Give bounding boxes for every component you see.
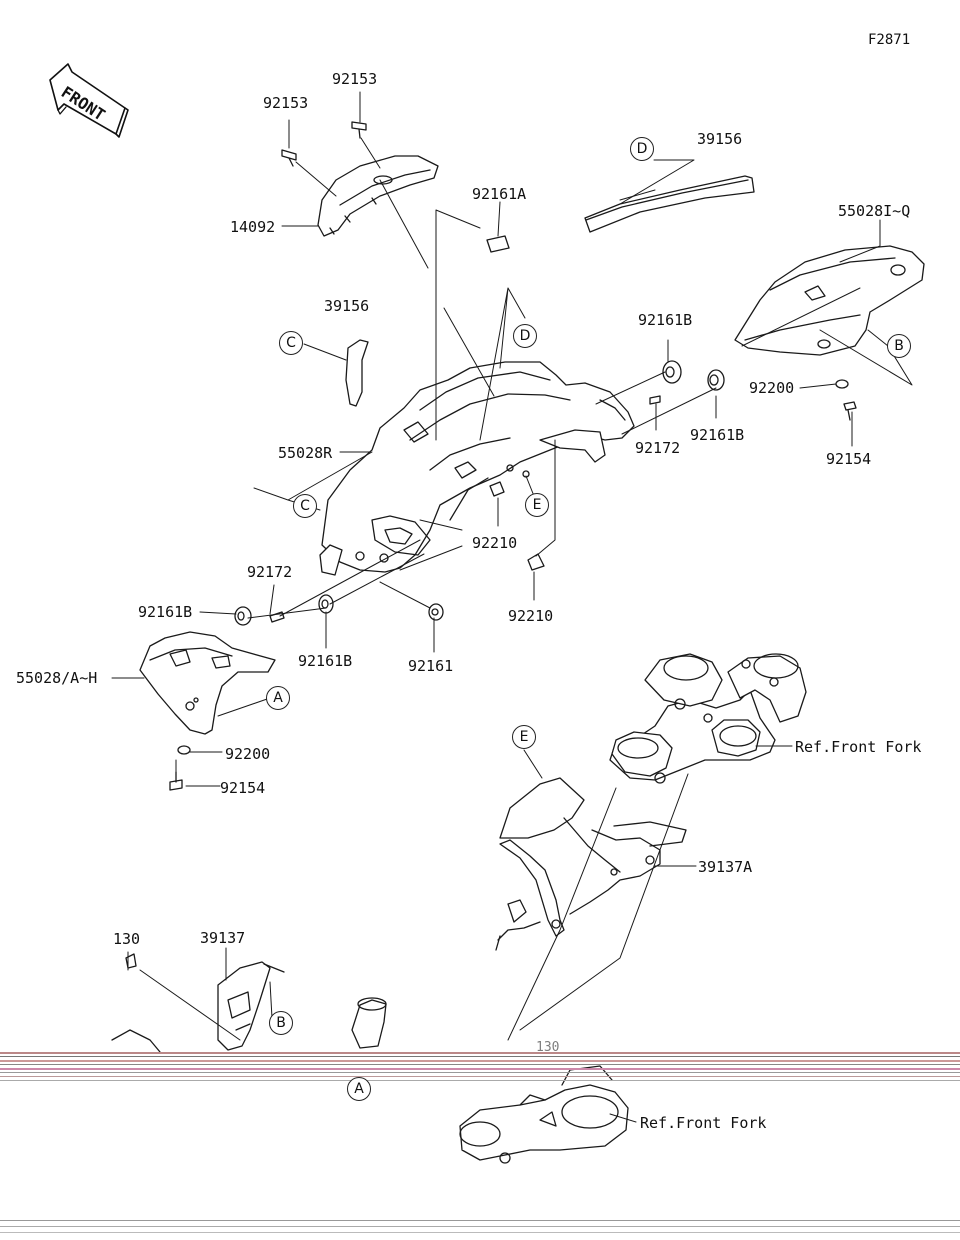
label-92161A: 92161A [472, 185, 527, 203]
pad-92161A [486, 235, 510, 253]
label-92161B-l1: 92161B [138, 603, 193, 621]
grommet-92161 [428, 603, 444, 621]
label-55028IQ: 55028I~Q [838, 202, 911, 220]
scan-noise-band [0, 1052, 960, 1081]
grommet-92161B-r2 [707, 369, 725, 391]
label-92153-a: 92153 [263, 94, 309, 112]
label-130-partial: 130 [536, 1040, 560, 1055]
upper-triple-clamp [609, 653, 807, 784]
label-39137A: 39137A [698, 858, 753, 876]
washer-92200-l [177, 745, 191, 755]
callout-E-mid: E [525, 493, 549, 517]
stay-bracket [495, 777, 687, 951]
bolt-92154-l [169, 771, 183, 791]
callout-D-top: D [630, 137, 654, 161]
grommet-92161B-l1 [234, 606, 252, 626]
label-92154-l: 92154 [220, 779, 266, 797]
leader-lines [111, 91, 913, 1123]
callout-A-left: A [266, 686, 290, 710]
label-92161: 92161 [408, 657, 454, 675]
side-cover-left [139, 631, 276, 735]
bracket-39137 [111, 953, 285, 1053]
callout-D-mid: D [513, 324, 537, 348]
screw-92153-a [281, 149, 297, 167]
nut-92210-b [527, 553, 545, 571]
label-92161B-r2: 92161B [690, 426, 745, 444]
scan-noise-bottom [0, 1220, 960, 1233]
label-55028AH: 55028/A~H [16, 669, 98, 687]
callout-C-left: C [293, 494, 317, 518]
callout-A-bottom: A [347, 1077, 371, 1101]
label-92200-l: 92200 [225, 745, 271, 763]
steering-stem [351, 997, 629, 1164]
label-92154-r: 92154 [826, 450, 872, 468]
label-39156-mid: 39156 [324, 297, 370, 315]
label-ref-front-fork-2: Ref.Front Fork [640, 1114, 767, 1132]
screw-92153-b [351, 121, 367, 139]
grommet-92161B-r1 [662, 360, 682, 384]
label-92210-a: 92210 [472, 534, 518, 552]
callout-C-mid: C [279, 331, 303, 355]
label-92153-b: 92153 [332, 70, 378, 88]
bolt-92154-r [843, 401, 857, 421]
label-ref-front-fork-1: Ref.Front Fork [795, 738, 922, 756]
label-14092: 14092 [230, 218, 276, 236]
washer-92200-r [835, 379, 849, 389]
callout-E-lower: E [512, 725, 536, 749]
figure-code: F2871 [868, 32, 911, 48]
label-92200-r: 92200 [749, 379, 795, 397]
strip-39156-top [584, 175, 755, 233]
label-92161B-l2: 92161B [298, 652, 353, 670]
label-92210-b: 92210 [508, 607, 554, 625]
strip-39156-mid [345, 339, 369, 407]
cover-14092 [317, 155, 439, 237]
label-92172-l: 92172 [247, 563, 293, 581]
label-130: 130 [113, 930, 141, 948]
label-92161B-r1: 92161B [638, 311, 693, 329]
label-92172-r: 92172 [635, 439, 681, 457]
callout-B-right: B [887, 334, 911, 358]
main-cowl-55028R [319, 361, 635, 576]
label-39137: 39137 [200, 929, 246, 947]
callout-B-lower: B [269, 1011, 293, 1035]
screw-92172-r [649, 395, 661, 405]
label-39156-top: 39156 [697, 130, 743, 148]
label-55028R: 55028R [278, 444, 333, 462]
front-arrow-icon: FRONT [49, 63, 129, 138]
screw-92172-l [269, 611, 285, 623]
side-cover-right [734, 245, 925, 356]
nut-92210-a [489, 481, 505, 497]
